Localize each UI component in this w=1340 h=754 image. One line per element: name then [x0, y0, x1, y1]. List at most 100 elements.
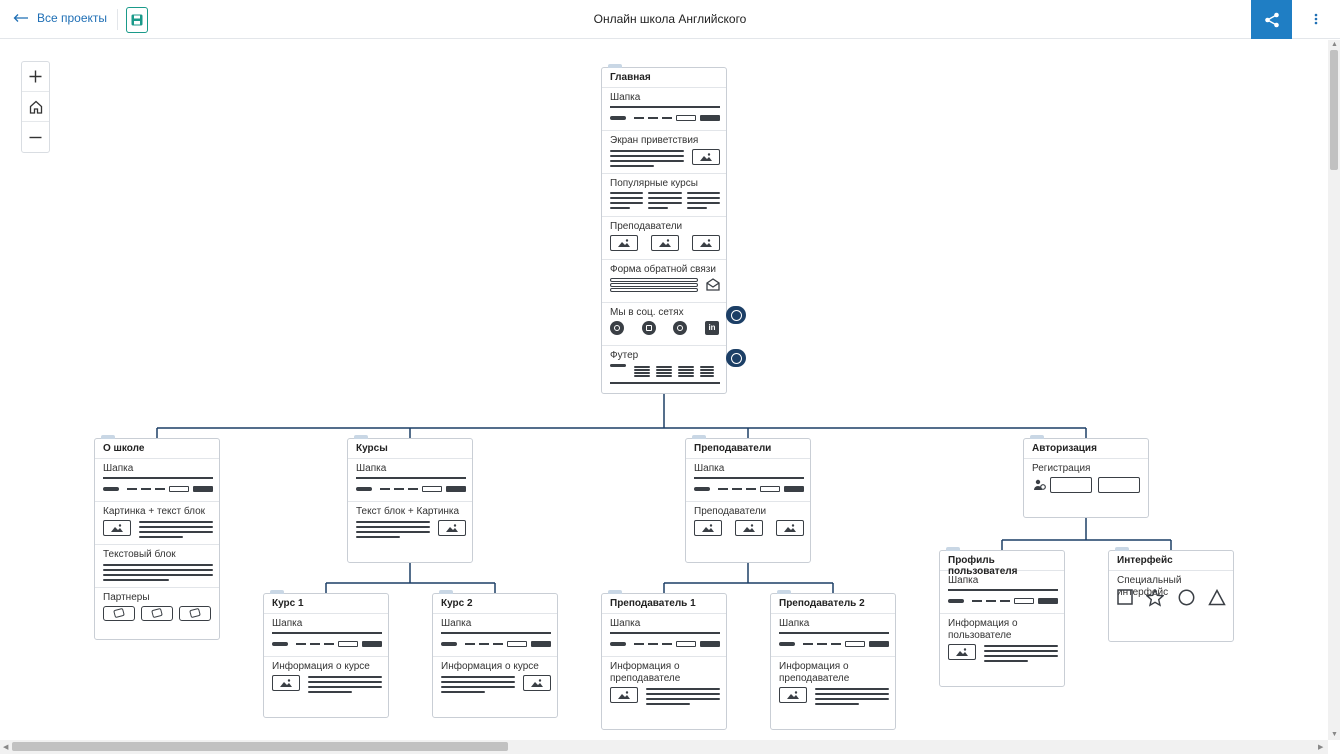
text-line — [356, 531, 430, 533]
card-title[interactable]: Преподаватель 1 — [602, 594, 726, 614]
header-nav — [610, 641, 720, 647]
card-drag-handle[interactable] — [608, 590, 622, 594]
text-line — [646, 698, 720, 700]
page-card-about[interactable]: О школе Шапка Картинка + текст блок Текс… — [94, 435, 220, 640]
card-title[interactable]: Курс 1 — [264, 594, 388, 614]
block-label: Шапка — [103, 463, 134, 474]
block-header[interactable]: Шапка — [686, 459, 810, 502]
comment-bubble-icon[interactable] — [726, 306, 746, 324]
card-title[interactable]: Интерфейс — [1109, 551, 1233, 571]
block-image-text[interactable]: Картинка + текст блок — [95, 502, 219, 545]
envelope-icon — [706, 278, 720, 291]
comment-bubble-icon[interactable] — [726, 349, 746, 367]
text-line — [686, 192, 720, 194]
page-card-courses[interactable]: Курсы Шапка Текст блок + Картинка — [347, 435, 473, 563]
card-drag-handle[interactable] — [777, 590, 791, 594]
block-text-image[interactable]: Экран приветствия — [602, 131, 726, 174]
block-image-text[interactable]: Информация о курсе — [264, 657, 388, 717]
card-title[interactable]: Профиль пользователя — [940, 551, 1064, 577]
card-drag-handle[interactable] — [1115, 547, 1129, 551]
card-title[interactable]: Главная — [602, 68, 726, 88]
card-title[interactable]: Преподаватели — [686, 439, 810, 459]
card-drag-handle[interactable] — [692, 435, 706, 439]
block-header[interactable]: Шапка — [771, 614, 895, 657]
zoom-in-button[interactable] — [22, 62, 49, 92]
vertical-scroll-thumb[interactable] — [1330, 50, 1338, 170]
home-icon — [29, 100, 42, 114]
card-title[interactable]: Авторизация — [1024, 439, 1148, 459]
page-card-teacher1[interactable]: Преподаватель 1 Шапка Информация о препо… — [601, 590, 727, 730]
zoom-out-button[interactable] — [22, 122, 49, 152]
image-placeholder-icon — [272, 675, 300, 691]
page-card-main[interactable]: Главная Шапка Экран приветствия Популярн… — [601, 64, 727, 394]
header-nav — [694, 486, 804, 492]
block-header[interactable]: Шапка — [264, 614, 388, 657]
block-three-image[interactable]: Преподаватели — [686, 502, 810, 562]
save-button[interactable] — [126, 7, 148, 33]
block-header[interactable]: Шапка — [940, 571, 1064, 614]
block-three-text[interactable]: Популярные курсы — [602, 174, 726, 217]
block-social[interactable]: Мы в соц. сетях in — [602, 303, 726, 346]
horizontal-scroll-thumb[interactable] — [12, 742, 508, 751]
card-drag-handle[interactable] — [270, 590, 284, 594]
scroll-left-arrow-icon[interactable]: ◀ — [3, 744, 9, 751]
card-drag-handle[interactable] — [608, 64, 622, 68]
block-text-image[interactable]: Информация о курсе — [433, 657, 557, 717]
block-label: Регистрация — [1032, 463, 1091, 474]
text-line — [646, 693, 720, 695]
card-drag-handle[interactable] — [354, 435, 368, 439]
text-line — [634, 375, 650, 377]
block-image-text[interactable]: Информация о преподавателе — [602, 657, 726, 729]
card-drag-handle[interactable] — [439, 590, 453, 594]
block-partners[interactable]: Партнеры — [95, 588, 219, 639]
card-title[interactable]: О школе — [95, 439, 219, 459]
page-card-teachers[interactable]: Преподаватели Шапка Преподаватели — [685, 435, 811, 563]
page-card-course1[interactable]: Курс 1 Шапка Информация о курсе — [263, 590, 389, 718]
page-card-auth[interactable]: Авторизация Регистрация — [1023, 435, 1149, 518]
card-drag-handle[interactable] — [1030, 435, 1044, 439]
scroll-right-arrow-icon[interactable]: ▶ — [1318, 744, 1324, 751]
block-footer[interactable]: Футер — [602, 346, 726, 393]
more-options-button[interactable] — [1306, 8, 1326, 30]
card-title[interactable]: Преподаватель 2 — [771, 594, 895, 614]
page-card-interface[interactable]: Интерфейс Специальный интерфейс — [1108, 547, 1234, 642]
header-bar — [356, 477, 466, 479]
share-icon — [1264, 12, 1279, 27]
card-drag-handle[interactable] — [946, 547, 960, 551]
block-label: Текстовый блок — [103, 549, 176, 560]
block-image-text[interactable]: Информация о пользователе — [940, 614, 1064, 686]
back-to-projects-link[interactable]: Все проекты — [13, 11, 107, 25]
card-title[interactable]: Курсы — [348, 439, 472, 459]
text-line — [984, 645, 1058, 647]
block-header[interactable]: Шапка — [348, 459, 472, 502]
handshake-icon — [179, 606, 211, 621]
block-form[interactable]: Форма обратной связи — [602, 260, 726, 303]
image-placeholder-icon — [692, 235, 720, 251]
vertical-scrollbar[interactable] — [1328, 40, 1340, 740]
block-image-text[interactable]: Информация о преподавателе — [771, 657, 895, 729]
circle-icon — [1178, 589, 1195, 606]
block-header[interactable]: Шапка — [433, 614, 557, 657]
scroll-up-arrow-icon[interactable]: ▲ — [1331, 41, 1338, 48]
block-three-image[interactable]: Преподаватели — [602, 217, 726, 260]
add-user-icon — [1034, 479, 1046, 490]
block-header[interactable]: Шапка — [95, 459, 219, 502]
page-card-profile[interactable]: Профиль пользователя Шапка Информация о … — [939, 547, 1065, 687]
page-card-course2[interactable]: Курс 2 Шапка Информация о курсе — [432, 590, 558, 718]
card-drag-handle[interactable] — [101, 435, 115, 439]
block-label: Шапка — [272, 618, 303, 629]
block-header[interactable]: Шапка — [602, 614, 726, 657]
block-text[interactable]: Текстовый блок — [95, 545, 219, 588]
block-header[interactable]: Шапка — [602, 88, 726, 131]
text-line — [656, 375, 672, 377]
share-button[interactable] — [1251, 0, 1292, 39]
block-label: Картинка + текст блок — [103, 506, 206, 517]
card-title[interactable]: Курс 2 — [433, 594, 557, 614]
home-button[interactable] — [22, 92, 49, 122]
block-register[interactable]: Регистрация — [1024, 459, 1148, 517]
block-shapes[interactable]: Специальный интерфейс — [1109, 571, 1233, 641]
page-card-teacher2[interactable]: Преподаватель 2 Шапка Информация о препо… — [770, 590, 896, 730]
block-text-image[interactable]: Текст блок + Картинка — [348, 502, 472, 562]
scroll-down-arrow-icon[interactable]: ▼ — [1331, 731, 1338, 738]
triangle-icon — [1208, 589, 1226, 606]
